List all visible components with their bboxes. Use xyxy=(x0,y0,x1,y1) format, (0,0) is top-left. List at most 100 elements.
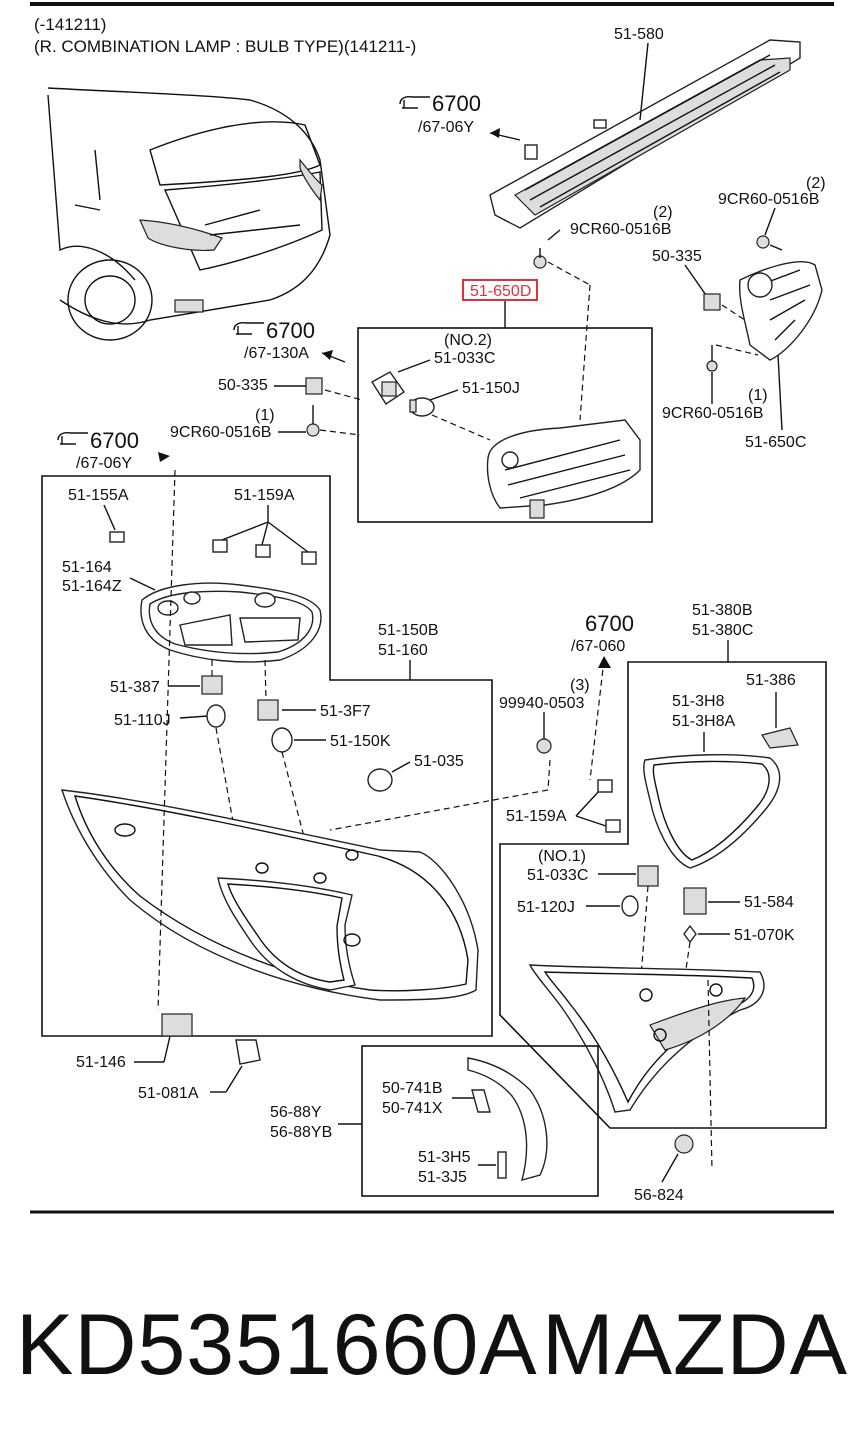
rear-fog-lamp-51-650d xyxy=(486,419,641,519)
label-9cr-1r: 9CR60-0516B xyxy=(662,405,763,422)
label-51-580: 51-580 xyxy=(614,26,664,43)
vehicle-illustration xyxy=(47,87,331,341)
label-51-386: 51-386 xyxy=(746,672,796,689)
reflector-51-386 xyxy=(761,727,799,749)
socket-51-3f7 xyxy=(257,699,279,721)
bulb-51-120j xyxy=(621,895,639,917)
label-51-650c: 51-650C xyxy=(745,434,806,451)
label-51-160: 51-160 xyxy=(378,642,428,659)
screw-9cr-left xyxy=(306,405,320,437)
tail-lamp-lid xyxy=(528,964,765,1113)
box-56-88y xyxy=(361,1045,599,1197)
label-no2: (NO.2) xyxy=(444,332,492,349)
reference-right: 6700 /67-060 xyxy=(571,611,634,781)
label-9cr-2a-qty: (2) xyxy=(653,204,673,221)
bulb-51-150j xyxy=(409,397,435,417)
screw-9cr-right xyxy=(756,235,783,251)
bulb-51-070k xyxy=(683,924,697,944)
brand-text: MAZDA xyxy=(542,1297,848,1393)
pad-51-155a xyxy=(109,531,125,543)
nut-50-335-l xyxy=(305,377,323,395)
label-50-335-r: 50-335 xyxy=(652,248,702,265)
reference-mid: 6700 /67-130A xyxy=(233,318,346,363)
label-51-033c-a: 51-033C xyxy=(434,350,495,367)
label-51-033c-b: 51-033C xyxy=(527,867,588,884)
svg-text:/67-060: /67-060 xyxy=(571,638,625,655)
label-51-110j: 51-110J xyxy=(114,712,171,729)
label-51-3f7: 51-3F7 xyxy=(320,703,371,720)
label-51-150j: 51-150J xyxy=(462,380,520,397)
pad-51-159a-4 xyxy=(597,779,613,793)
label-9cr-2b: 9CR60-0516B xyxy=(718,191,819,208)
label-51-380b: 51-380B xyxy=(692,602,753,619)
svg-text:6700: 6700 xyxy=(432,91,481,116)
label-51-146: 51-146 xyxy=(76,1054,126,1071)
label-51-650d: 51-650D xyxy=(470,283,531,300)
label-99940-qty: (3) xyxy=(570,677,590,694)
socket-51-387 xyxy=(201,675,223,695)
label-51-150k: 51-150K xyxy=(330,733,391,750)
label-51-584: 51-584 xyxy=(744,894,794,911)
garnish-56-88y xyxy=(467,1057,548,1182)
label-51-081a: 51-081A xyxy=(138,1085,199,1102)
label-51-150b: 51-150B xyxy=(378,622,439,639)
svg-text:/67-06Y: /67-06Y xyxy=(418,119,474,136)
label-51-155a: 51-155A xyxy=(68,487,129,504)
label-51-159a-a: 51-159A xyxy=(234,487,295,504)
label-56-824: 56-824 xyxy=(634,1187,684,1204)
bulb-socket-51-033c-b xyxy=(637,865,659,887)
label-51-387: 51-387 xyxy=(110,679,160,696)
label-51-120j: 51-120J xyxy=(517,899,575,916)
hand-pointer-icon xyxy=(233,322,264,335)
label-51-164: 51-164 xyxy=(62,559,112,576)
label-50-741x: 50-741X xyxy=(382,1100,443,1117)
label-51-380c: 51-380C xyxy=(692,622,753,639)
label-51-070k: 51-070K xyxy=(734,927,795,944)
cap-51-035 xyxy=(367,768,393,792)
footer: KD5351660A MAZDA xyxy=(0,1290,864,1400)
label-56-88y: 56-88Y xyxy=(270,1104,322,1121)
highlight-box xyxy=(462,279,538,301)
label-9cr-2b-qty: (2) xyxy=(806,175,826,192)
pad-51-159a-5 xyxy=(605,819,621,833)
high-mount-lamp xyxy=(489,39,801,229)
clip-51-146 xyxy=(161,1013,193,1037)
screw-9cr-right-lower xyxy=(706,345,718,372)
label-9cr-1l-qty: (1) xyxy=(255,407,275,424)
reverse-lamp-51-650c xyxy=(738,261,823,361)
svg-text:6700: 6700 xyxy=(266,318,315,343)
bulb-socket-51-033c-a xyxy=(371,371,405,405)
svg-text:/67-130A: /67-130A xyxy=(244,345,309,362)
svg-text:6700: 6700 xyxy=(585,611,634,636)
reference-left: 6700 /67-06Y xyxy=(57,428,170,472)
label-9cr-1r-qty: (1) xyxy=(748,387,768,404)
bulb-51-150k xyxy=(271,727,293,753)
bulb-51-110j xyxy=(206,704,226,728)
label-51-3j5: 51-3J5 xyxy=(418,1169,467,1186)
screw-9cr-top xyxy=(533,248,547,269)
label-9cr-2a: 9CR60-0516B xyxy=(570,221,671,238)
pad-51-159a-2 xyxy=(255,544,271,558)
pad-51-3h5 xyxy=(497,1151,507,1179)
label-51-159a-b: 51-159A xyxy=(506,808,567,825)
trim-50-741b xyxy=(471,1089,491,1113)
combination-lamp-outer xyxy=(60,789,479,1001)
label-51-3h8a: 51-3H8A xyxy=(672,713,735,730)
nut-50-335-r xyxy=(703,293,721,311)
label-99940: 99940-0503 xyxy=(499,695,585,712)
nut-99940 xyxy=(536,738,552,754)
reference-top: 6700 /67-06Y xyxy=(399,91,521,141)
pad-51-159a-1 xyxy=(212,539,228,553)
label-51-164z: 51-164Z xyxy=(62,578,122,595)
label-56-88yb: 56-88YB xyxy=(270,1124,332,1141)
box-51-650d xyxy=(357,327,653,523)
gasket-51-3h8 xyxy=(643,753,781,869)
clip-51-081a xyxy=(235,1039,261,1065)
label-51-3h8: 51-3H8 xyxy=(672,693,725,710)
label-50-741b: 50-741B xyxy=(382,1080,443,1097)
header-line2: (R. COMBINATION LAMP : BULB TYPE)(141211… xyxy=(34,37,416,56)
label-no1: (NO.1) xyxy=(538,848,586,865)
label-51-3h5: 51-3H5 xyxy=(418,1149,471,1166)
label-9cr-1l: 9CR60-0516B xyxy=(170,424,271,441)
